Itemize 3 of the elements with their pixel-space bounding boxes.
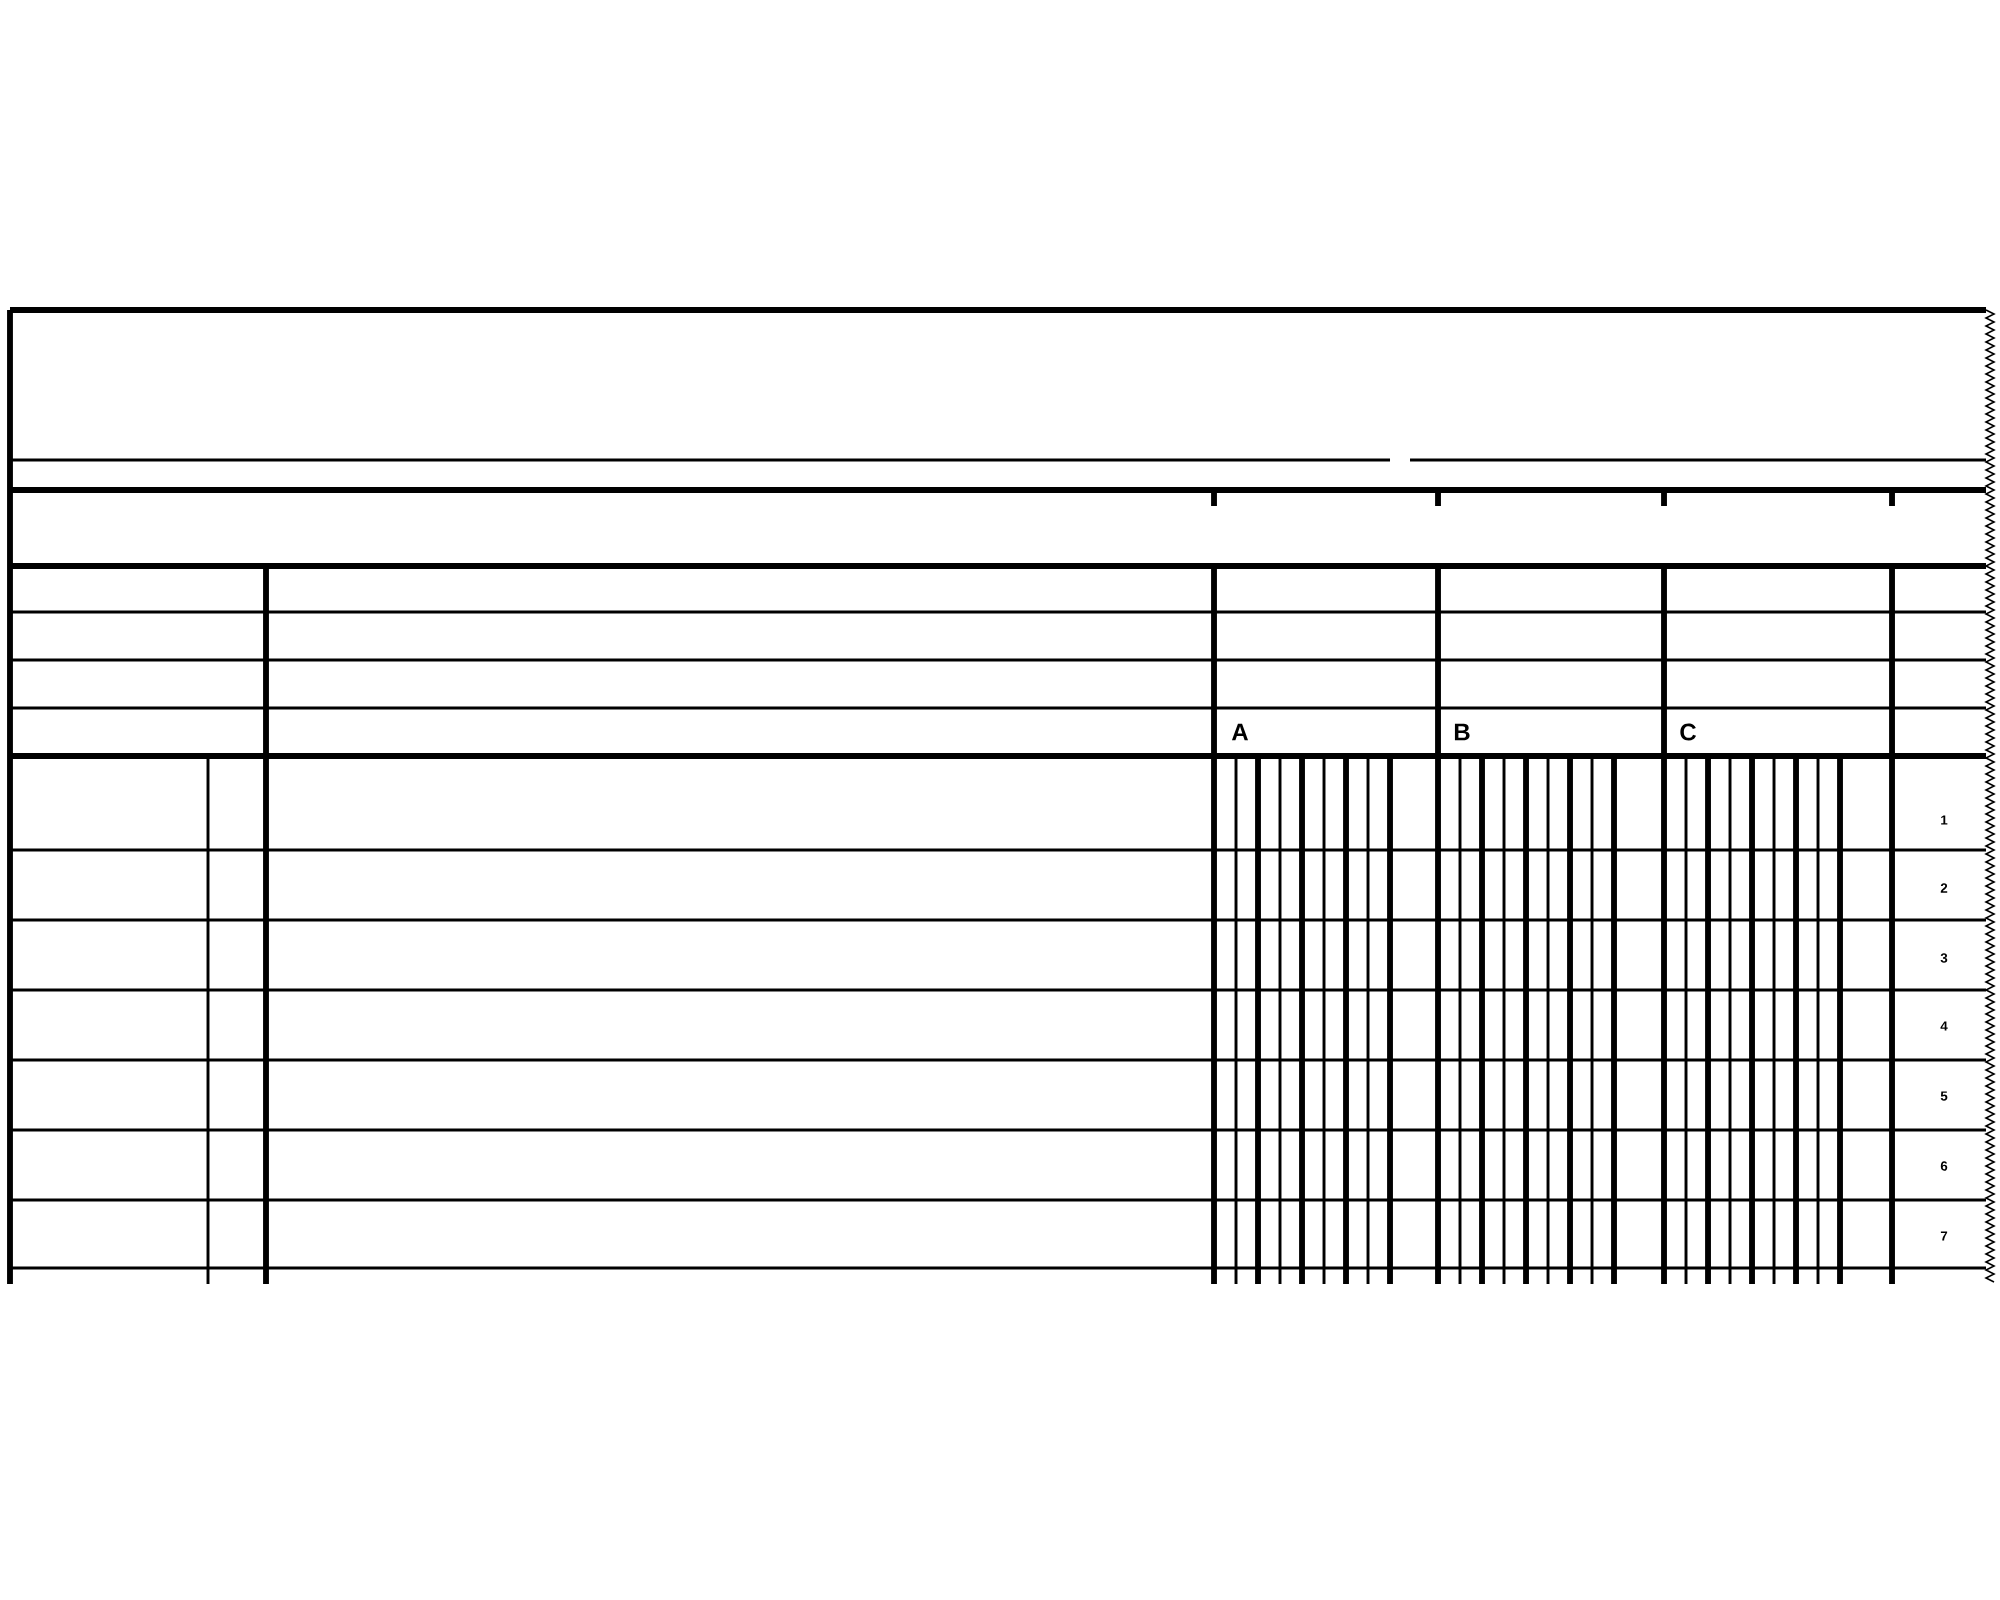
column-letter: A [1231, 723, 1249, 741]
column-letter: C [1680, 723, 1697, 741]
column-letter: B [1454, 723, 1470, 741]
